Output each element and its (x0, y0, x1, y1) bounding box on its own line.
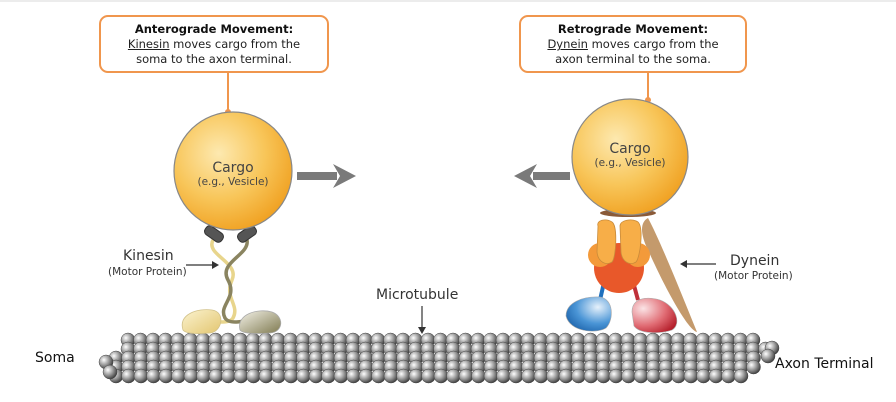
kinesin-pointer-arrow (186, 261, 219, 269)
tubulin-bead (296, 368, 311, 384)
cargo-left-label: Cargo (e.g., Vesicle) (183, 160, 283, 188)
kinesin-label: Kinesin (123, 248, 174, 264)
tubulin-bead (521, 368, 536, 384)
cargo-right-subtitle: (e.g., Vesicle) (594, 157, 666, 169)
tubulin-bead (171, 368, 186, 384)
kinesin-head-right (237, 225, 257, 243)
tubulin-bead (608, 368, 624, 384)
arrow-right-icon (297, 164, 356, 188)
dynein-link-text: Dynein (547, 37, 588, 51)
retrograde-callout: Retrograde Movement: Dynein moves cargo … (519, 15, 747, 73)
tubulin-bead (396, 368, 411, 384)
retrograde-line1: moves cargo from the (587, 37, 719, 51)
tubulin-bead (133, 368, 149, 384)
dynein-pointer-arrow (680, 260, 716, 268)
tubulin-bead (683, 368, 699, 384)
tubulin-bead (221, 368, 236, 384)
tubulin-bead (760, 348, 776, 364)
dynein-sublabel: (Motor Protein) (714, 270, 793, 282)
tubulin-bead (671, 368, 686, 384)
axon-terminal-label: Axon Terminal (775, 356, 874, 372)
tubulin-bead (146, 368, 161, 384)
tubulin-bead (102, 364, 118, 380)
arrow-left-icon (514, 164, 570, 188)
tubulin-bead (408, 368, 424, 384)
tubulin-bead (421, 368, 436, 384)
microtubule-label: Microtubule (376, 287, 459, 303)
tubulin-bead (246, 368, 261, 384)
tubulin-bead (458, 368, 474, 384)
tubulin-bead (496, 368, 511, 384)
kinesin-foot-right (239, 310, 282, 334)
cargo-right-label: Cargo (e.g., Vesicle) (580, 141, 680, 169)
tubulin-bead (583, 368, 599, 384)
tubulin-bead (346, 368, 361, 384)
tubulin-bead (621, 368, 636, 384)
kinesin-head-left (204, 225, 224, 243)
cargo-vesicle-left (173, 111, 293, 231)
tubulin-bead (558, 368, 574, 384)
anterograde-line2: soma to the axon terminal. (136, 52, 292, 66)
anterograde-line1: moves cargo from the (169, 37, 301, 51)
kinesin-foot-left (181, 309, 222, 334)
tubulin-bead (721, 368, 736, 384)
tubulin-bead (271, 368, 286, 384)
kinesin-motor (181, 225, 282, 334)
tubulin-bead (208, 368, 224, 384)
tubulin-bead (533, 368, 549, 384)
tubulin-bead (546, 368, 561, 384)
tubulin-bead (233, 368, 249, 384)
tubulin-bead (746, 359, 761, 375)
tubulin-bead (321, 368, 336, 384)
tubulin-bead (383, 368, 399, 384)
dynein-foot-right (631, 297, 678, 333)
tubulin-bead (183, 368, 199, 384)
retrograde-line2: axon terminal to the soma. (555, 52, 711, 66)
tubulin-bead (658, 368, 674, 384)
tubulin-bead (196, 368, 211, 384)
tubulin-bead (283, 368, 299, 384)
tubulin-bead (596, 368, 611, 384)
dynein-label: Dynein (730, 253, 780, 269)
retrograde-title: Retrograde Movement: (557, 22, 709, 36)
kinesin-link-text: Kinesin (127, 37, 170, 51)
microtubule (98, 332, 780, 384)
tubulin-bead (308, 368, 324, 384)
cargo-left-title: Cargo (212, 160, 254, 176)
tubulin-bead (371, 368, 386, 384)
dynein-motor (565, 209, 697, 333)
dynein-foot-left (565, 296, 612, 332)
tubulin-bead (483, 368, 499, 384)
tubulin-bead (446, 368, 461, 384)
tubulin-bead (733, 368, 749, 384)
tubulin-bead (633, 368, 649, 384)
tubulin-bead (258, 368, 274, 384)
tubulin-bead (158, 368, 174, 384)
tubulin-bead (333, 368, 349, 384)
tubulin-bead (571, 368, 586, 384)
anterograde-title: Anterograde Movement: (134, 22, 294, 36)
cargo-right-title: Cargo (609, 141, 651, 157)
tubulin-bead (471, 368, 486, 384)
anterograde-callout: Anterograde Movement: Kinesin moves carg… (99, 15, 329, 73)
top-border (0, 0, 896, 2)
tubulin-bead (508, 368, 524, 384)
cargo-vesicle-right (571, 98, 689, 216)
tubulin-bead (121, 368, 136, 384)
cargo-left-subtitle: (e.g., Vesicle) (197, 176, 269, 188)
tubulin-bead (433, 368, 449, 384)
soma-label: Soma (35, 350, 75, 366)
kinesin-sublabel: (Motor Protein) (108, 266, 187, 278)
tubulin-bead (358, 368, 374, 384)
dynein-stalk (642, 218, 697, 332)
microtubule-pointer-arrow (418, 306, 426, 334)
tubulin-bead (696, 368, 711, 384)
tubulin-bead (708, 368, 724, 384)
tubulin-bead (646, 368, 661, 384)
